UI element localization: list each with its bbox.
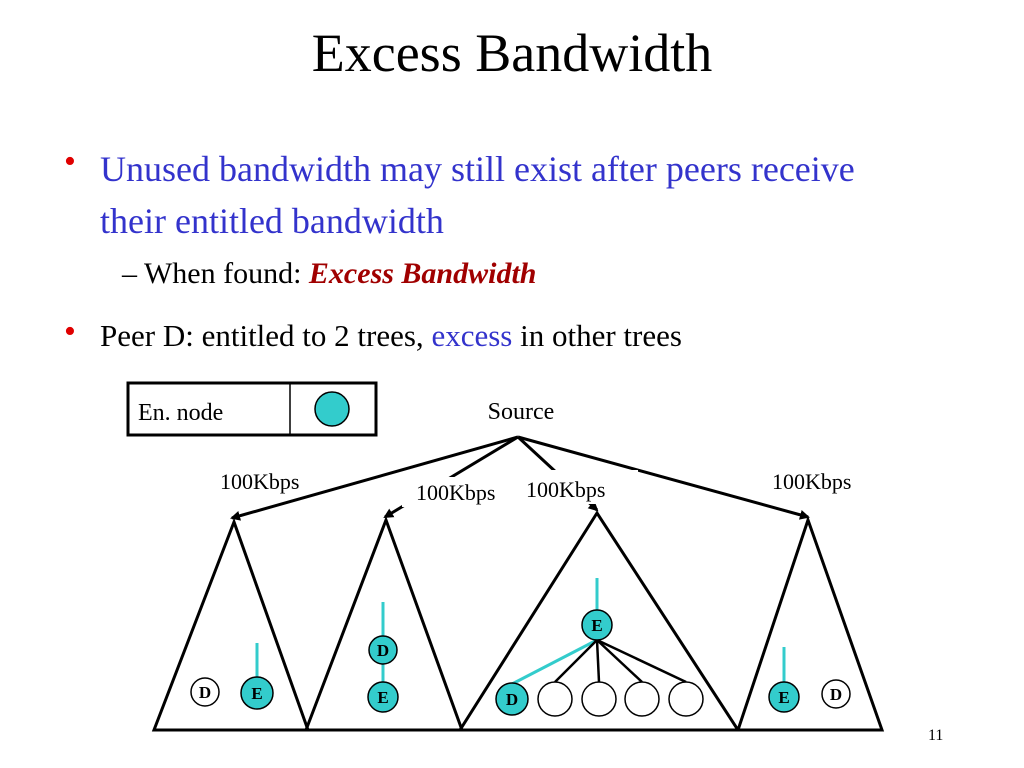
tree-1-nodes: D E xyxy=(190,643,274,710)
sub-bullet-when-found: – When found: Excess Bandwidth xyxy=(122,257,536,291)
bullet2-highlight: excess xyxy=(431,318,513,353)
trees xyxy=(151,510,885,732)
tree3-node-d-label: D xyxy=(506,690,518,709)
legend-label: En. node xyxy=(138,400,223,426)
tree2-node-e-label: E xyxy=(377,688,388,707)
bandwidth-label-4: 100Kbps xyxy=(772,469,851,494)
bullet-peer-d: Peer D: entitled to 2 trees, excess in o… xyxy=(100,318,682,354)
tree-2 xyxy=(303,515,465,732)
tree1-node-d-label: D xyxy=(199,683,211,702)
page-number: 11 xyxy=(928,727,944,744)
tree4-node-e-label: E xyxy=(778,688,789,707)
tree-3 xyxy=(457,510,741,732)
slide-title: Excess Bandwidth xyxy=(311,23,713,83)
tree4-node-d-label: D xyxy=(830,685,842,704)
tree3-node-child-2 xyxy=(581,681,617,717)
tree3-node-child-3 xyxy=(624,681,660,717)
source-label: Source xyxy=(488,399,555,425)
bandwidth-labels: 100Kbps 100Kbps 100Kbps 100Kbps xyxy=(220,469,851,507)
sub-bullet-prefix: – When found: xyxy=(122,257,309,290)
sub-bullet-emphasis: Excess Bandwidth xyxy=(308,257,537,290)
tree-4-nodes: E D xyxy=(768,647,851,713)
tree3-node-child-1 xyxy=(537,681,573,717)
tree-3-nodes: E D xyxy=(495,578,704,717)
bandwidth-label-1: 100Kbps xyxy=(220,469,299,494)
legend-enabled-node-icon xyxy=(314,391,350,427)
tree4-node-d xyxy=(821,679,851,709)
tree2-node-e xyxy=(367,681,399,713)
tree3-node-d xyxy=(495,682,529,716)
tree2-node-d-label: D xyxy=(377,641,389,660)
bandwidth-label-2: 100Kbps xyxy=(416,480,495,505)
arrow-tree-1 xyxy=(230,435,519,521)
tree-4 xyxy=(735,515,885,732)
tree1-node-d xyxy=(190,677,220,707)
bullet-dot: • xyxy=(64,143,76,180)
legend-box: En. node xyxy=(126,381,378,437)
tree-1 xyxy=(151,517,311,732)
tree-2-nodes: D E xyxy=(367,602,399,713)
tree3-node-e-label: E xyxy=(591,616,602,635)
arrow-tree-4 xyxy=(517,435,810,520)
tree4-node-e xyxy=(768,681,800,713)
bullet2-part2: in other trees xyxy=(512,318,682,353)
tree3-node-child-4 xyxy=(668,681,704,717)
tree1-node-e xyxy=(240,676,274,710)
tree2-node-d xyxy=(368,635,398,665)
bullet-unused-bandwidth: Unused bandwidth may still exist after p… xyxy=(100,149,855,241)
bandwidth-label-3: 100Kbps xyxy=(526,477,605,502)
bullet-dot: • xyxy=(64,313,76,350)
tree3-node-e xyxy=(581,609,613,641)
bullet2-part1: Peer D: entitled to 2 trees, xyxy=(100,318,432,353)
tree1-node-e-label: E xyxy=(251,684,262,703)
